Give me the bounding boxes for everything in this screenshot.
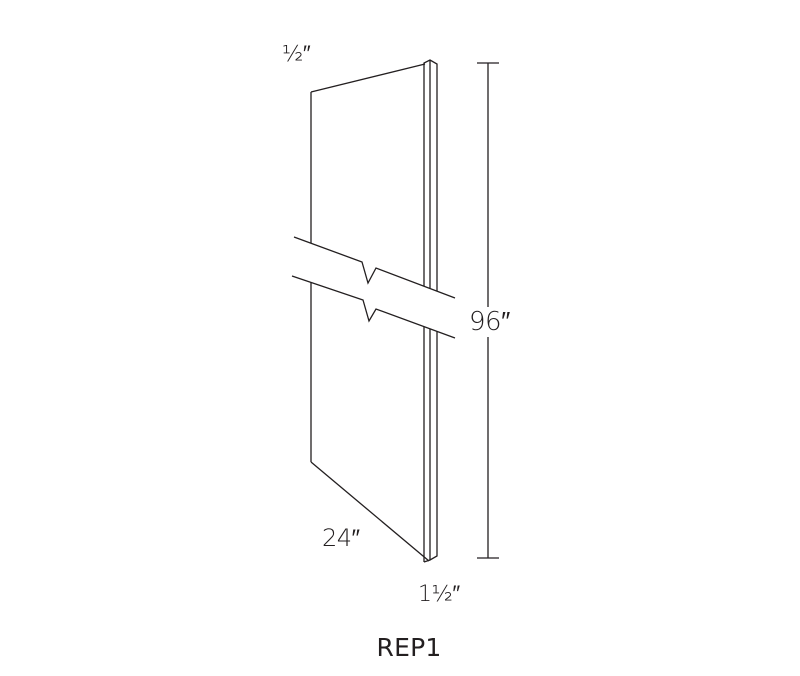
break-mask xyxy=(292,237,455,338)
model-code-caption: REP1 xyxy=(376,633,442,662)
depth-dimension-label: 24″ xyxy=(322,524,360,552)
stile-width-dimension-label: 1½″ xyxy=(418,582,460,607)
break-lines xyxy=(291,236,456,339)
top-thickness-dimension-label: ½″ xyxy=(282,42,311,67)
height-dimension-label: 96″ xyxy=(469,307,510,337)
